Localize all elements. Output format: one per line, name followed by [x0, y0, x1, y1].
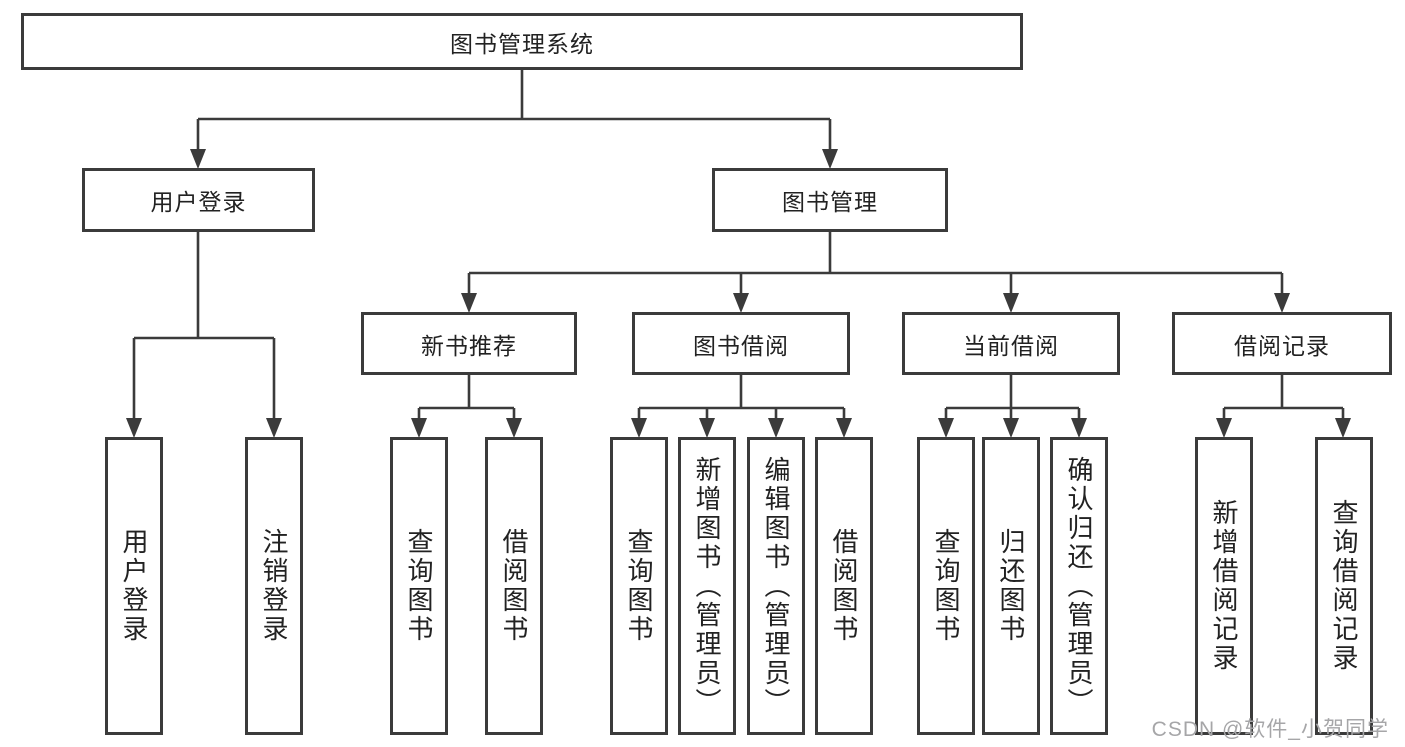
connector-root [196, 70, 832, 151]
leaf-edit-books-admin-label: 编辑图书（管理员） [761, 455, 791, 717]
leaf-user-login-label: 用户登录 [119, 528, 149, 644]
csdn-watermark: CSDN @软件_小贺同学 [1151, 718, 1389, 741]
connector-book-mgmt [467, 232, 1284, 296]
node-borrowing-records-label: 借阅记录 [1234, 332, 1330, 359]
leaf-query-books-current: 查询图书 [917, 437, 975, 735]
node-book-management: 图书管理 [712, 168, 948, 232]
node-book-borrowing: 图书借阅 [632, 312, 850, 375]
connector-current-borrow [944, 375, 1081, 420]
node-current-borrowing-label: 当前借阅 [963, 332, 1059, 359]
leaf-return-books-label: 归还图书 [996, 528, 1026, 644]
connector-new-book-rec [417, 375, 516, 420]
connector-user-login [132, 232, 276, 420]
leaf-confirm-return-admin: 确认归还（管理员） [1050, 437, 1108, 735]
leaf-borrow-books-recommend: 借阅图书 [485, 437, 543, 735]
leaf-query-books-borrowing: 查询图书 [610, 437, 668, 735]
node-new-book-recommend-label: 新书推荐 [421, 332, 517, 359]
leaf-query-books-recommend: 查询图书 [390, 437, 448, 735]
node-user-login: 用户登录 [82, 168, 315, 232]
leaf-add-borrow-record: 新增借阅记录 [1195, 437, 1253, 735]
leaf-query-books-recommend-label: 查询图书 [404, 528, 434, 644]
leaf-add-books-admin: 新增图书（管理员） [678, 437, 736, 735]
leaf-borrow-books: 借阅图书 [815, 437, 873, 735]
node-new-book-recommend: 新书推荐 [361, 312, 577, 375]
node-book-management-label: 图书管理 [782, 189, 878, 215]
leaf-edit-books-admin: 编辑图书（管理员） [747, 437, 805, 735]
leaf-query-borrow-record: 查询借阅记录 [1315, 437, 1373, 735]
leaf-add-borrow-record-label: 新增借阅记录 [1209, 499, 1239, 673]
leaf-logout-label: 注销登录 [259, 528, 289, 644]
leaf-return-books: 归还图书 [982, 437, 1040, 735]
node-user-login-label: 用户登录 [150, 189, 247, 215]
connector-borrow-record [1222, 375, 1345, 420]
leaf-query-books-current-label: 查询图书 [931, 528, 961, 644]
node-root-library-management-system: 图书管理系统 [21, 13, 1023, 70]
connector-book-borrow [637, 375, 846, 420]
leaf-borrow-books-recommend-label: 借阅图书 [499, 528, 529, 644]
leaf-query-books-borrowing-label: 查询图书 [624, 528, 654, 644]
node-borrowing-records: 借阅记录 [1172, 312, 1392, 375]
node-current-borrowing: 当前借阅 [902, 312, 1120, 375]
leaf-query-borrow-record-label: 查询借阅记录 [1329, 499, 1359, 673]
leaf-user-login: 用户登录 [105, 437, 163, 735]
leaf-confirm-return-admin-label: 确认归还（管理员） [1064, 455, 1094, 717]
leaf-logout: 注销登录 [245, 437, 303, 735]
leaf-borrow-books-label: 借阅图书 [829, 528, 859, 644]
node-root-label: 图书管理系统 [450, 30, 594, 57]
node-book-borrowing-label: 图书借阅 [693, 332, 789, 359]
leaf-add-books-admin-label: 新增图书（管理员） [692, 455, 722, 717]
